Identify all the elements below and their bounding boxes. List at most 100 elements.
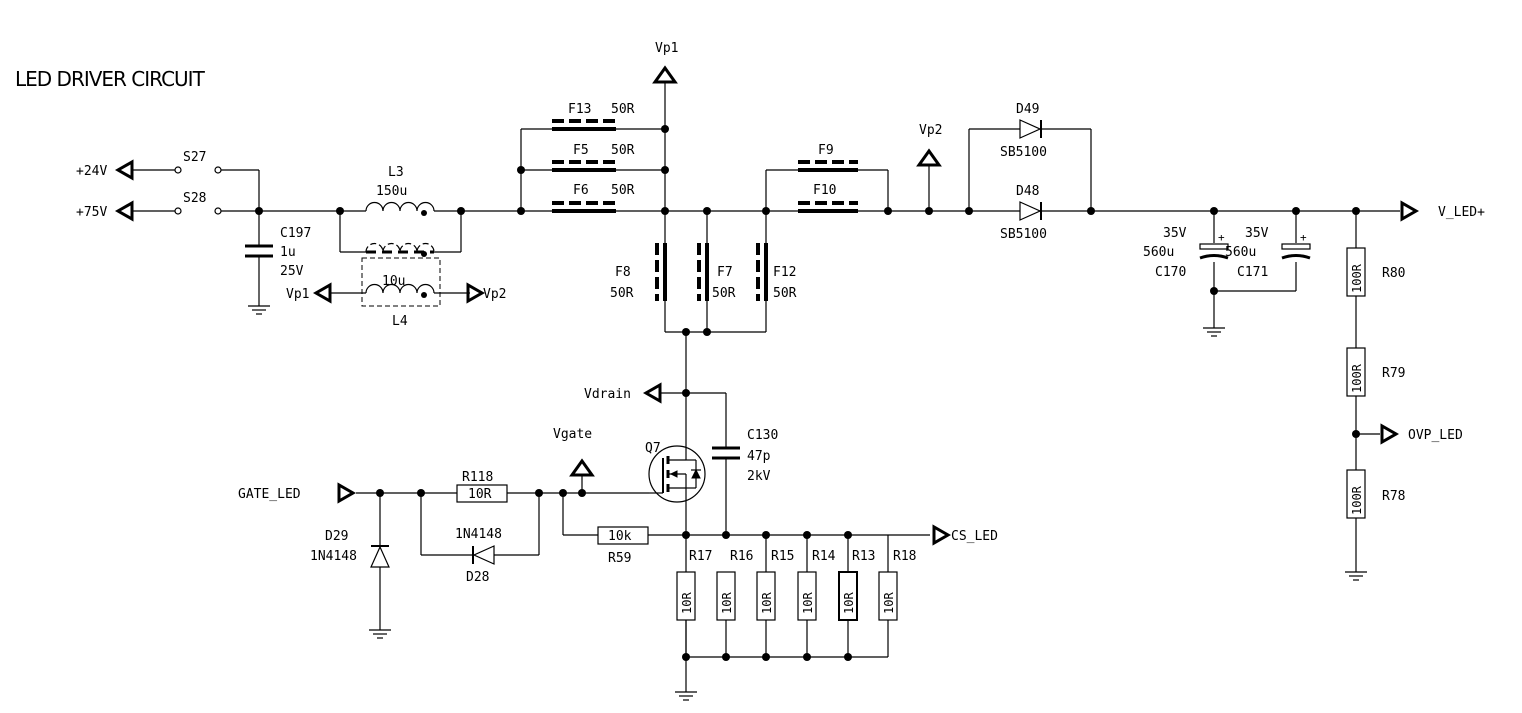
r16-ref: R16: [730, 549, 753, 564]
resistor-r79: 100R R79: [1346, 347, 1405, 397]
capacitor-c130: C130 47p 2kV: [712, 428, 778, 484]
r15-ref: R15: [771, 549, 794, 564]
l3-value: 150u: [376, 184, 407, 199]
c197-value: 1u: [280, 245, 296, 260]
c170-voltage: 35V: [1163, 226, 1187, 241]
resistor-r15: 10R R15: [756, 549, 794, 621]
switch-s28: S28: [174, 191, 222, 215]
c197-ref: C197: [280, 226, 311, 241]
r59-ref: R59: [608, 551, 631, 566]
ferrite-f12: F12 50R: [756, 243, 797, 301]
r16-value: 10R: [720, 592, 734, 614]
c130-voltage: 2kV: [747, 469, 771, 484]
r78-ref: R78: [1382, 489, 1405, 504]
port-24v: +24V: [76, 159, 134, 181]
resistor-r18: 10R R18: [878, 549, 916, 621]
c170-value: 560u: [1143, 245, 1174, 260]
s27-label: S27: [183, 150, 206, 165]
r79-value: 100R: [1350, 363, 1364, 393]
port-gate-led: GATE_LED: [238, 482, 357, 504]
mosfet-q7: Q7: [645, 441, 706, 503]
r17-ref: R17: [689, 549, 712, 564]
l4-value: 10u: [382, 274, 405, 289]
resistor-r13: 10R R13: [838, 549, 875, 621]
d29-part: 1N4148: [310, 549, 357, 564]
diode-d29: D29 1N4148: [310, 529, 392, 639]
resistor-r59: 10k R59: [597, 526, 649, 566]
port-vp2-l4: Vp2: [466, 282, 506, 304]
port-vp1-l4-label: Vp1: [286, 287, 309, 302]
ferrite-f9: F9: [798, 143, 858, 172]
d28-ref: D28: [466, 570, 489, 585]
r14-value: 10R: [801, 592, 815, 614]
q7-ref: Q7: [645, 441, 661, 456]
d48-part: SB5100: [1000, 227, 1047, 242]
port-v-led-label: V_LED+: [1438, 205, 1485, 220]
ferrite-f6: F6 50R: [552, 183, 635, 213]
r18-ref: R18: [893, 549, 916, 564]
port-vp1-l4: Vp1: [286, 282, 332, 304]
port-cs-led: CS_LED: [932, 524, 998, 546]
r79-ref: R79: [1382, 366, 1405, 381]
ferrite-f8: F8 50R: [610, 243, 667, 301]
r18-value: 10R: [882, 592, 896, 614]
ferrite-f13: F13 50R: [552, 102, 635, 131]
ferrite-f5: F5 50R: [552, 143, 635, 172]
d48-ref: D48: [1016, 184, 1039, 199]
c197-voltage: 25V: [280, 264, 304, 279]
l4-ref: L4: [392, 314, 408, 329]
r17-value: 10R: [680, 592, 694, 614]
f7-value: 50R: [712, 286, 736, 301]
f6-ref: F6: [573, 183, 589, 198]
switch-s27: S27: [174, 150, 222, 174]
inductor-l3: L3 150u: [365, 165, 435, 216]
f13-value: 50R: [611, 102, 635, 117]
r80-value: 100R: [1350, 263, 1364, 293]
port-vp2-label: Vp2: [919, 123, 942, 138]
resistor-r17: 10R R17: [676, 549, 712, 621]
port-vgate: Vgate: [553, 427, 595, 477]
d49-part: SB5100: [1000, 145, 1047, 160]
port-75v-label: +75V: [76, 205, 107, 220]
capacitor-c170: + 35V 560u C170: [1143, 226, 1229, 337]
r80-ref: R80: [1382, 266, 1405, 281]
port-v-led: V_LED+: [1400, 200, 1485, 222]
port-24v-label: +24V: [76, 164, 107, 179]
port-gate-led-label: GATE_LED: [238, 487, 301, 502]
page-title: LED DRIVER CIRCUIT: [15, 67, 206, 91]
capacitor-c171: + 35V 560u C171: [1225, 226, 1311, 280]
junction-dots: [255, 125, 1360, 661]
ferrite-f10: F10: [798, 183, 858, 213]
f8-ref: F8: [615, 265, 631, 280]
r118-value: 10R: [468, 487, 492, 502]
c171-value: 560u: [1225, 245, 1256, 260]
s28-label: S28: [183, 191, 206, 206]
f6-value: 50R: [611, 183, 635, 198]
port-vp2: Vp2: [916, 123, 942, 167]
port-vdrain: Vdrain: [584, 382, 662, 404]
port-vp1-top-label: Vp1: [655, 41, 678, 56]
r13-ref: R13: [852, 549, 875, 564]
c171-plus: +: [1300, 231, 1307, 244]
ferrite-f7: F7 50R: [697, 243, 736, 301]
inductor-l4: 10u L4: [361, 242, 441, 329]
c170-ref: C170: [1155, 265, 1186, 280]
r118-ref: R118: [462, 470, 493, 485]
r13-value: 10R: [842, 592, 856, 614]
r14-ref: R14: [812, 549, 836, 564]
l3-ref: L3: [388, 165, 404, 180]
c170-plus: +: [1218, 231, 1225, 244]
diode-d49: D49 SB5100: [1000, 102, 1047, 160]
c171-ref: C171: [1237, 265, 1268, 280]
port-75v: +75V: [76, 200, 134, 222]
f7-ref: F7: [717, 265, 733, 280]
c130-value: 47p: [747, 449, 771, 464]
f8-value: 50R: [610, 286, 634, 301]
resistor-r118: 10R R118: [456, 470, 508, 503]
capacitor-c197: C197 1u 25V: [245, 226, 311, 315]
resistor-r78: 100R R78: [1344, 469, 1405, 581]
port-vgate-label: Vgate: [553, 427, 592, 442]
resistor-r14: 10R R14: [797, 549, 836, 621]
c171-voltage: 35V: [1245, 226, 1269, 241]
